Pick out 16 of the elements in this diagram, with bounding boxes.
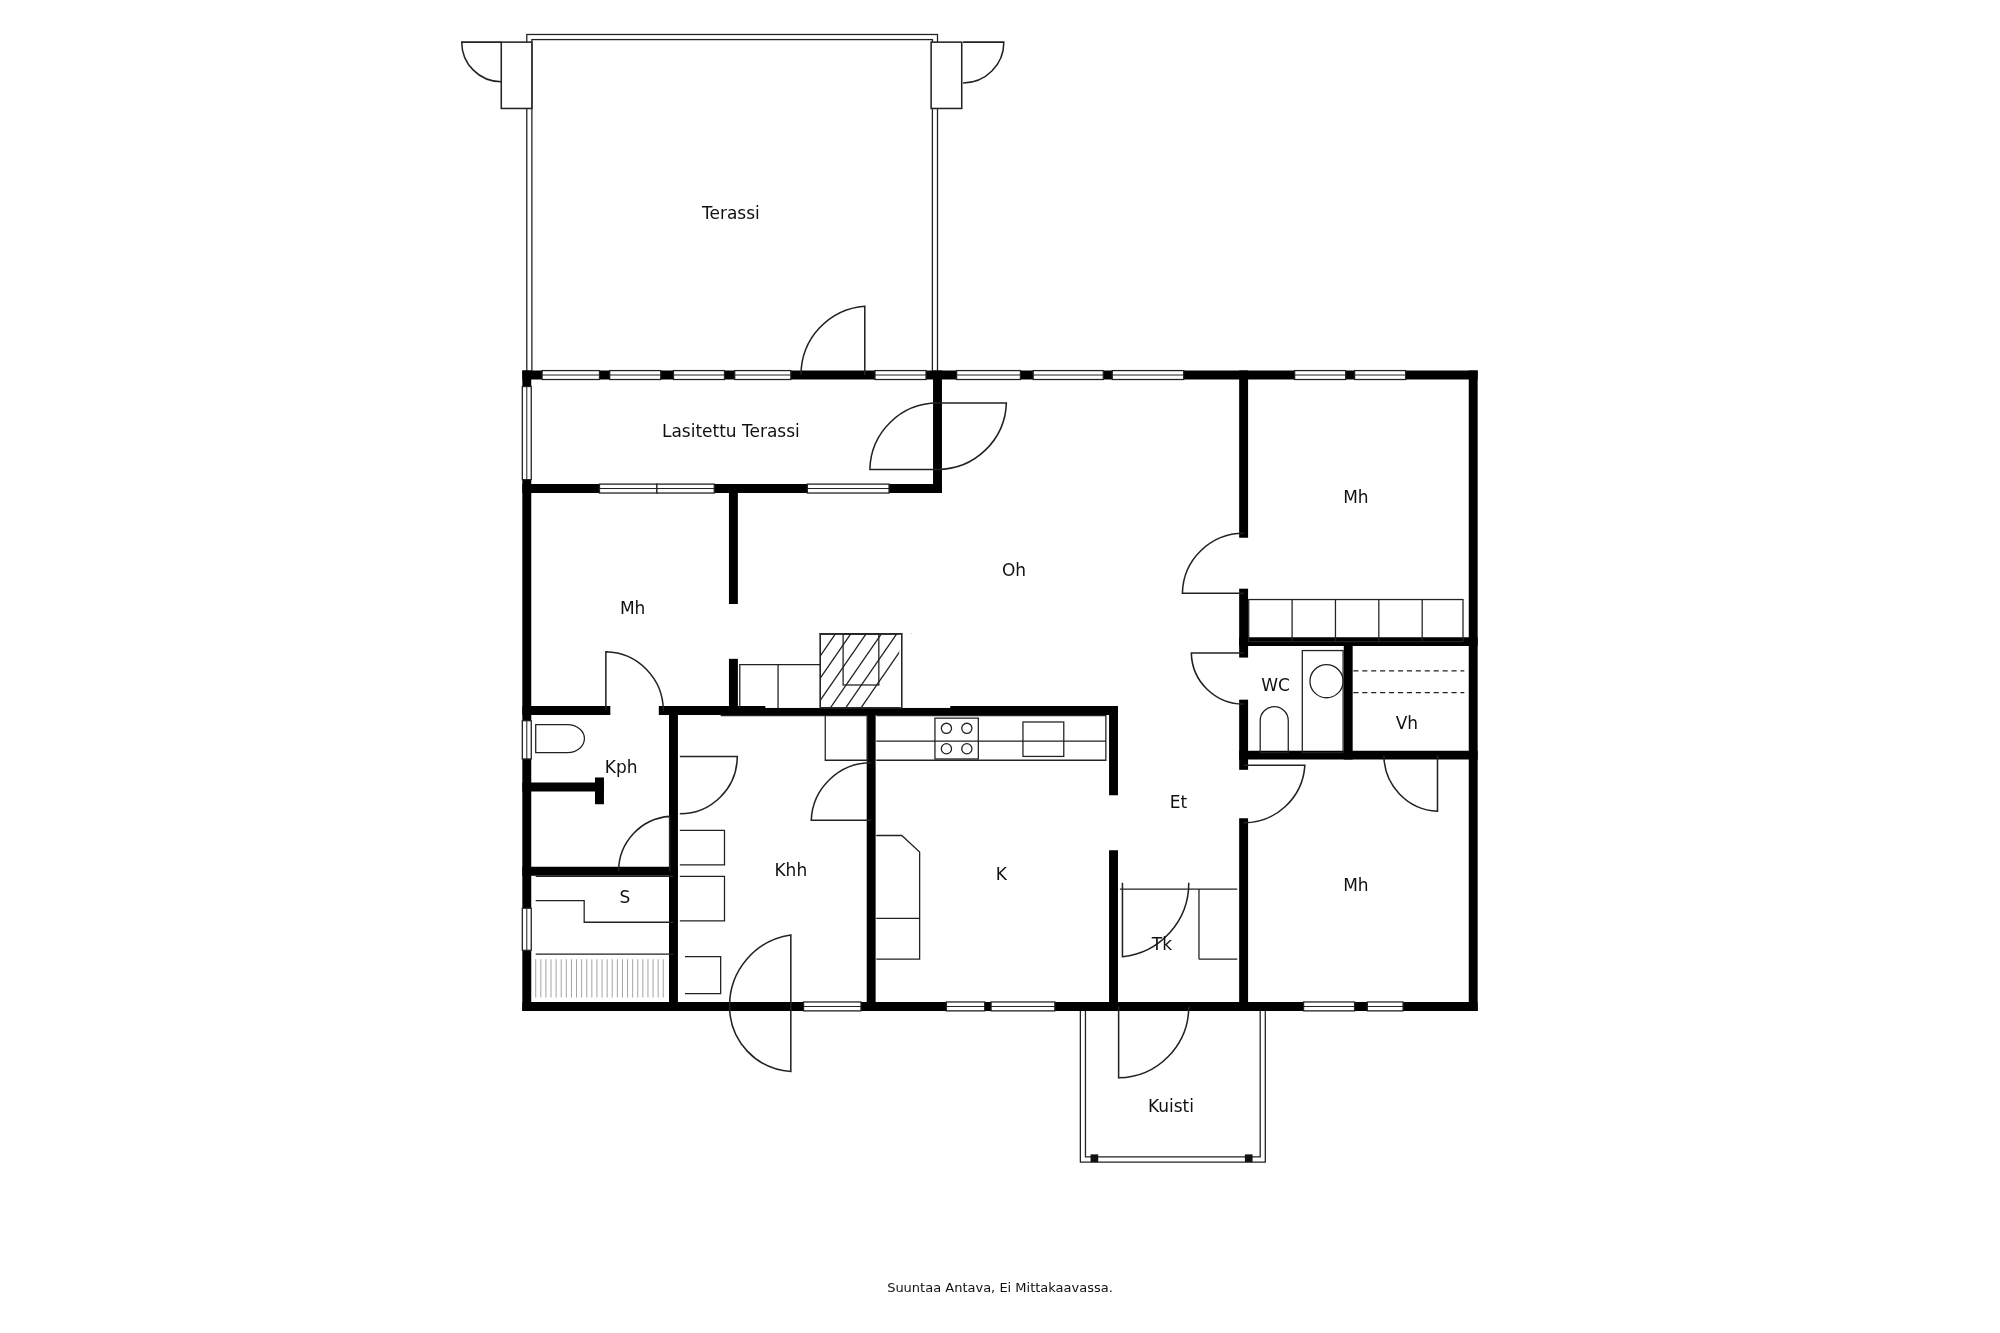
room-label: S (619, 886, 631, 907)
room-label: Mh (619, 598, 646, 619)
room-label: Mh (1343, 875, 1369, 896)
room-label: Terassi (701, 203, 760, 223)
room-label: Vh (1395, 713, 1419, 734)
caption: Suuntaa Antava, Ei Mittakaavassa. (887, 1279, 1113, 1295)
room-label: Khh (774, 859, 808, 880)
room-label: K (995, 863, 1007, 884)
room-label: Mh (1343, 487, 1369, 508)
room-label: Kuisti (1147, 1095, 1194, 1116)
room-label: Kph (604, 756, 638, 777)
room-label: Lasitettu Terassi (661, 421, 800, 442)
room-label: Tk (1151, 933, 1173, 954)
room-label: Et (1169, 792, 1188, 813)
room-label: Oh (1001, 560, 1027, 581)
room-label: WC (1261, 674, 1290, 695)
